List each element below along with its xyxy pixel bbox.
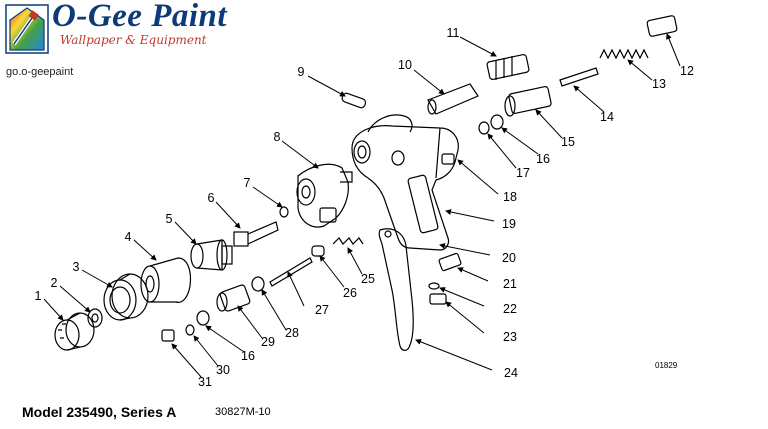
callout-9: 9: [297, 65, 305, 79]
callout-30: 30: [216, 363, 230, 377]
part-26-ball: [311, 245, 325, 257]
part-23-plug: [429, 293, 447, 305]
part-16-o-ring: [196, 114, 504, 326]
brand-url: go.o-geepaint: [6, 66, 74, 78]
part-12-plug: [646, 15, 678, 37]
part-5-fluid-nozzle: [190, 239, 233, 271]
part-9-pin: [341, 92, 367, 109]
brand-tagline: Wallpaper & Equipment: [60, 33, 207, 47]
callout-16b: 16: [241, 349, 255, 363]
callout-25: 25: [361, 272, 375, 286]
callout-13: 13: [652, 77, 666, 91]
model-label: Model 235490, Series A: [22, 404, 177, 420]
part-13-spring: [599, 48, 649, 60]
callout-1: 1: [34, 289, 42, 303]
callout-24: 24: [504, 366, 518, 380]
logo: [5, 4, 49, 54]
callout-10: 10: [398, 58, 412, 72]
callout-21: 21: [503, 277, 517, 291]
callout-12: 12: [680, 64, 694, 78]
brand-name: O-Gee Paint: [52, 0, 228, 34]
callout-26: 26: [343, 286, 357, 300]
part-14-needle: [559, 67, 599, 87]
part-17-washer: [478, 121, 490, 135]
callout-8: 8: [273, 130, 281, 144]
part-11-fitting: [486, 53, 530, 81]
part-27-rod: [269, 257, 313, 287]
callout-3: 3: [72, 260, 80, 274]
callout-11: 11: [446, 26, 460, 40]
callout-19: 19: [502, 217, 516, 231]
part-29-packing: [216, 284, 251, 312]
part-2-gasket: [87, 308, 103, 328]
part-7-o-ring: [279, 206, 289, 218]
part-3-retaining-ring: [103, 273, 149, 321]
callout-17: 17: [516, 166, 530, 180]
callout-18: 18: [503, 190, 517, 204]
gun-body: [351, 114, 459, 251]
part-22-gasket: [428, 282, 440, 290]
part-4-air-cap: [140, 257, 192, 303]
part-28-o-ring: [251, 276, 265, 292]
callout-29: 29: [261, 335, 275, 349]
callout-16: 16: [536, 152, 550, 166]
part-15-valve: [504, 86, 552, 117]
callout-5: 5: [165, 212, 173, 226]
callout-2: 2: [50, 276, 58, 290]
callout-27: 27: [315, 303, 329, 317]
part-31-nut: [161, 329, 175, 342]
callout-4: 4: [124, 230, 132, 244]
callout-20: 20: [502, 251, 516, 265]
part-1-nut: [54, 312, 95, 351]
part-6-screw: [233, 221, 279, 247]
part-18-screw: [441, 153, 455, 165]
callout-23: 23: [503, 330, 517, 344]
part-8-head: [296, 163, 353, 228]
trigger: [378, 228, 414, 351]
part-30-washer: [185, 324, 195, 336]
callout-28: 28: [285, 326, 299, 340]
part-25-spring: [332, 237, 364, 245]
document-number: 30827M-10: [215, 406, 271, 418]
callout-22: 22: [503, 302, 517, 316]
callout-14: 14: [600, 110, 614, 124]
leader-lines: [43, 33, 681, 379]
part-10-tube: [427, 83, 479, 115]
callout-15: 15: [561, 135, 575, 149]
callout-6: 6: [207, 191, 215, 205]
figure-code: 01829: [655, 361, 678, 370]
callout-31: 31: [198, 375, 212, 389]
callout-7: 7: [243, 176, 251, 190]
part-21-fitting: [438, 252, 462, 272]
